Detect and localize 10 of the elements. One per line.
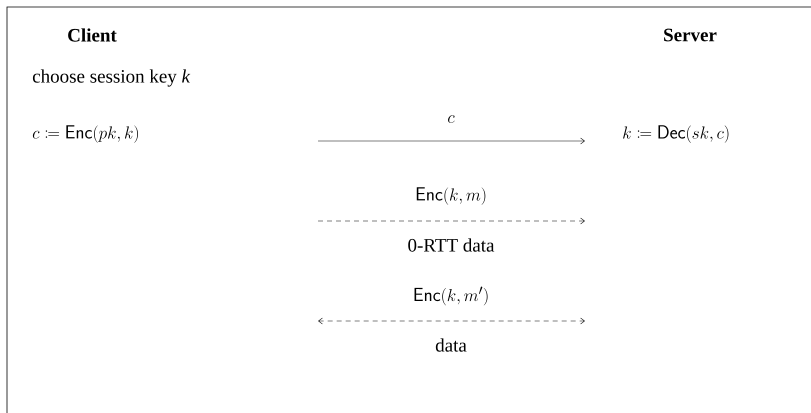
- step-text: choose session key k: [32, 69, 190, 87]
- message-caption: 0-RTT data: [408, 238, 494, 252]
- message-label: $\mathsf{Enc}(k,m)$: [416, 187, 486, 205]
- formula-text: $c \coloneqq \mathsf{Enc}(pk,k)$: [32, 125, 138, 143]
- message-label: $c$: [448, 115, 455, 123]
- message-caption: data: [436, 338, 467, 352]
- formula-text: $k \coloneqq \mathsf{Dec}(sk,c)$: [623, 125, 728, 143]
- column-heading: Client: [68, 28, 117, 42]
- message-label: $\mathsf{Enc}(k,m')$: [414, 286, 488, 306]
- column-heading: Server: [664, 28, 716, 42]
